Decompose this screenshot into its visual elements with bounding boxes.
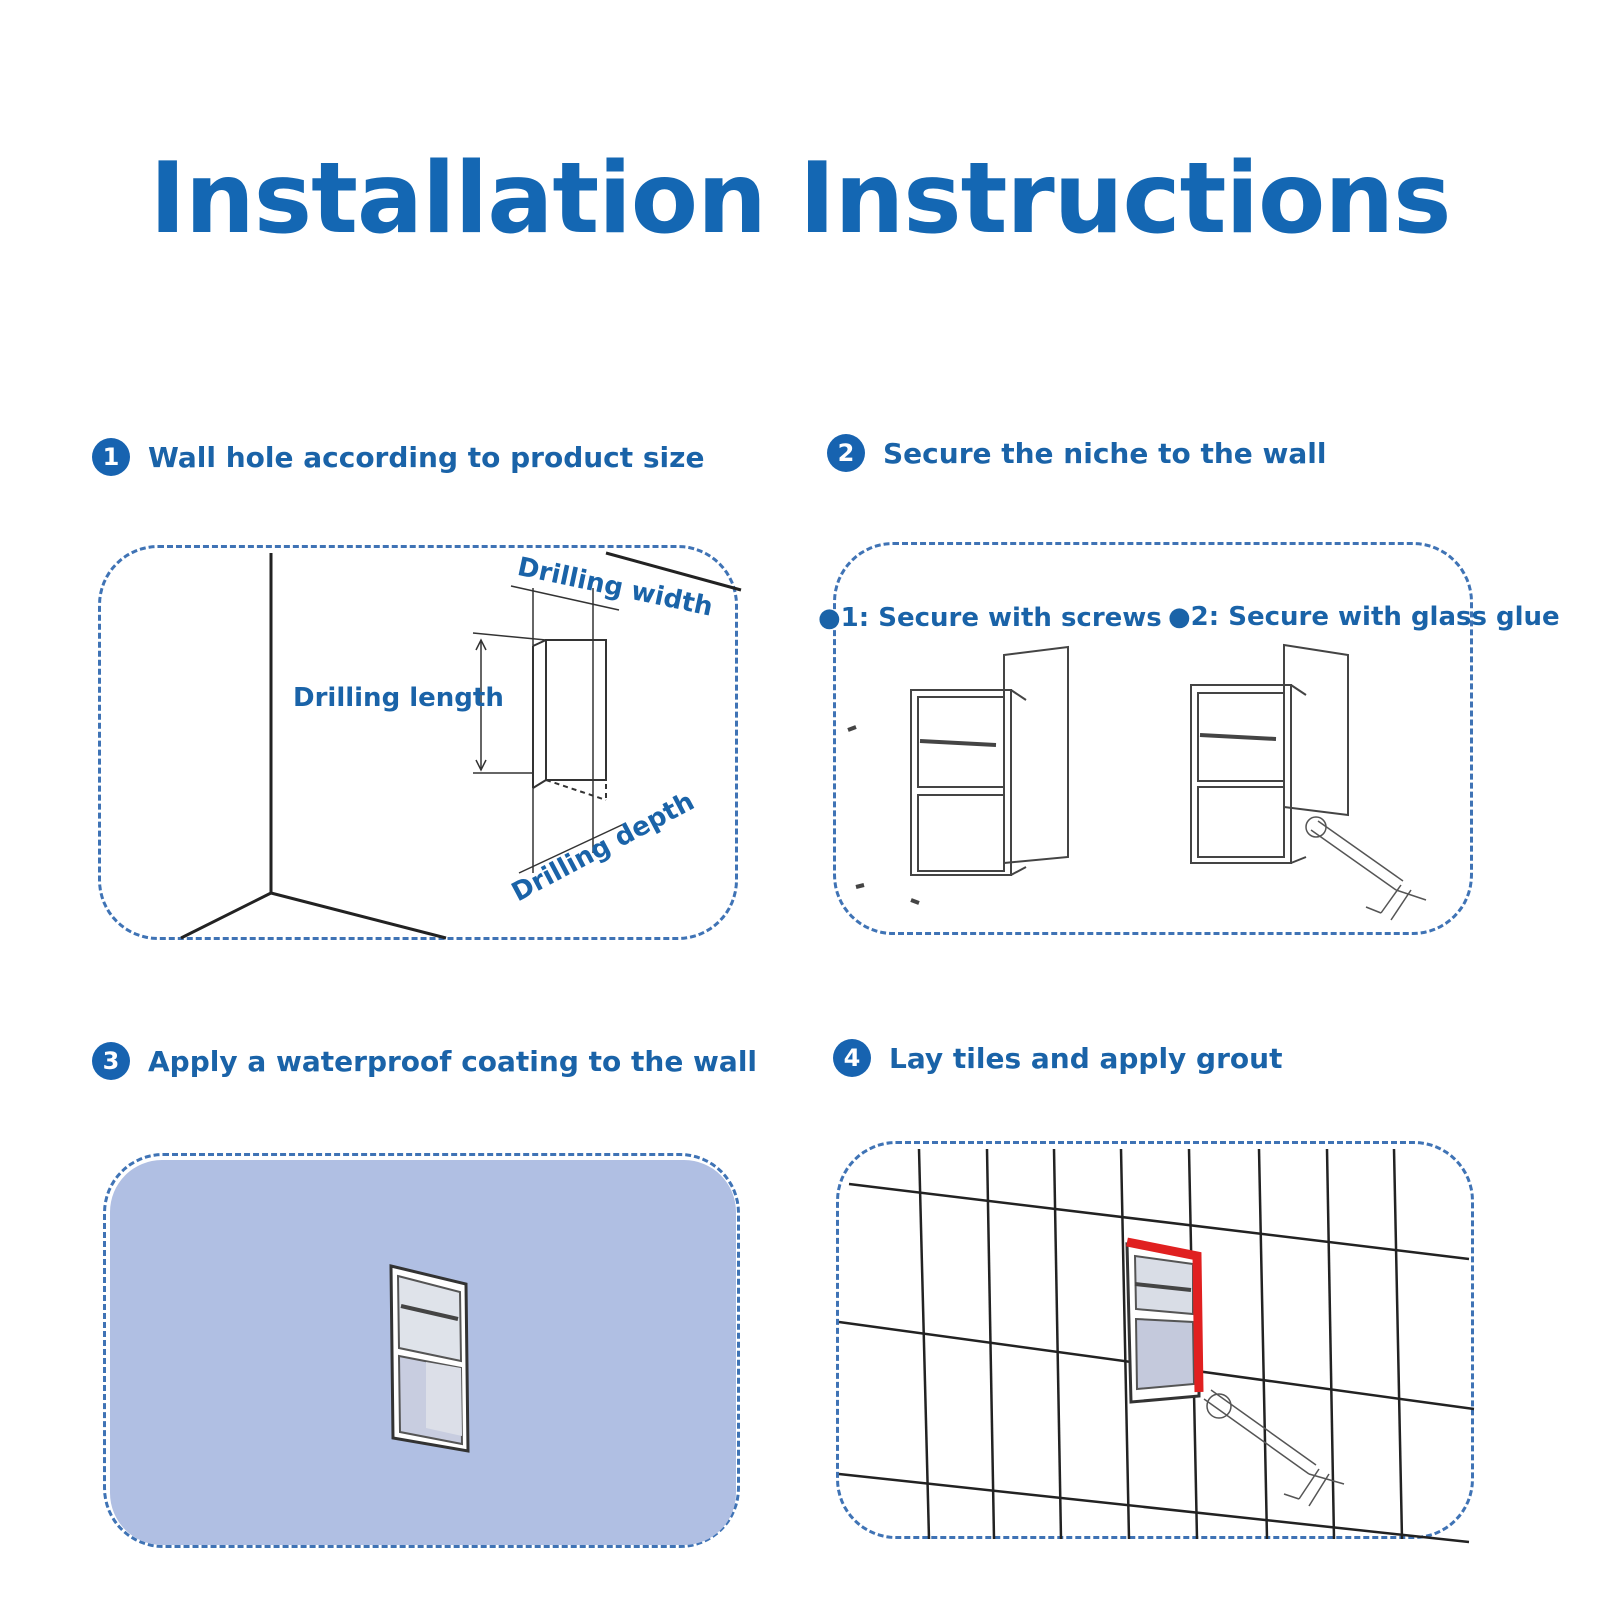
step-3-heading-text: Apply a waterproof coating to the wall [148, 1044, 758, 1078]
step-3-number-badge: 3 [92, 1042, 130, 1080]
step-4-heading: 4 Lay tiles and apply grout [833, 1039, 1282, 1077]
wall-top-edge-line [605, 551, 742, 592]
grout-line-red [1126, 1237, 1204, 1393]
waterproof-coating-diagram [110, 1160, 736, 1545]
screw-method-niche [847, 645, 1069, 905]
step-4-heading-text: Lay tiles and apply grout [889, 1041, 1283, 1075]
coated-niche [389, 1264, 470, 1453]
step-2-heading: 2 Secure the niche to the wall [827, 434, 1326, 472]
option-glass-glue-label: ●2: Secure with glass glue [1168, 602, 1560, 632]
dimension-lines [472, 585, 627, 874]
option-screws-label: ●1: Secure with screws [818, 603, 1162, 633]
drilling-length-label: Drilling length [293, 683, 504, 713]
step-2-panel: ●1: Secure with screws ●2: Secure with g… [818, 542, 1560, 935]
step-3-panel [103, 1153, 740, 1548]
step-1-heading: 1 Wall hole according to product size [92, 438, 704, 476]
wall-corner-right-floor-line [270, 891, 447, 940]
caulking-gun-icon [1203, 1389, 1345, 1507]
step-1-panel: Drilling width Drilling length Drilling … [98, 545, 742, 940]
tiling-diagram [838, 1148, 1475, 1544]
tile-grid [838, 1148, 1475, 1544]
step-1-heading-text: Wall hole according to product size [148, 440, 705, 474]
hole-outline [532, 639, 607, 801]
tiled-niche [1125, 1237, 1204, 1404]
step-2-heading-text: Secure the niche to the wall [883, 436, 1327, 470]
wall-corner-left-floor-line [180, 891, 272, 940]
glue-method-niche [1190, 643, 1349, 864]
step-3-heading: 3 Apply a waterproof coating to the wall [92, 1042, 757, 1080]
step-4-number-badge: 4 [833, 1039, 871, 1077]
step-4-panel [836, 1141, 1475, 1544]
niche-mounting-diagram [847, 643, 1427, 921]
wall-hole-diagram [180, 551, 742, 940]
step-1-number-badge: 1 [92, 438, 130, 476]
page-title: Installation Instructions [149, 142, 1452, 256]
caulking-gun-icon [1305, 816, 1427, 921]
step-2-number-badge: 2 [827, 434, 865, 472]
